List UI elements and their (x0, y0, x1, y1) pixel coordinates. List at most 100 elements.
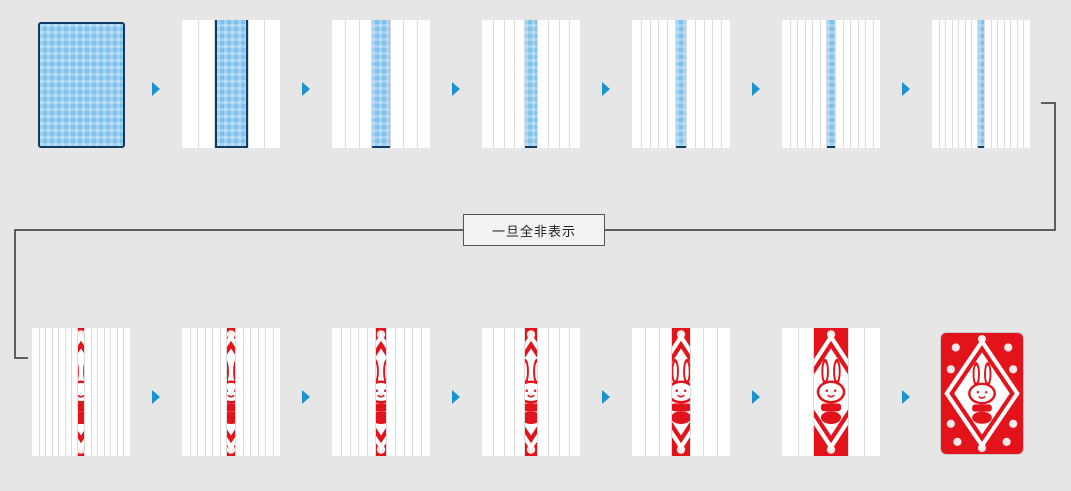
rabbit-icon (672, 328, 690, 456)
slat-line (858, 20, 859, 148)
slat-line (865, 20, 866, 148)
slat-line (504, 328, 505, 456)
slat-line (367, 328, 368, 456)
card-frame (632, 20, 730, 148)
blue-card-back (38, 22, 125, 148)
blue-card-strip (215, 20, 248, 148)
slat-line (945, 20, 946, 148)
slat-line (84, 328, 85, 456)
slat-line (371, 20, 372, 148)
slat-line (977, 20, 978, 148)
card-frame (332, 328, 430, 456)
slat-line (952, 20, 953, 148)
slat-line (835, 20, 836, 148)
red-card-face (940, 332, 1024, 455)
card-frame (782, 20, 880, 148)
triangle-right-icon (302, 82, 310, 96)
slat-line (404, 328, 405, 456)
card-frame (182, 20, 280, 148)
slat-line (721, 20, 722, 148)
rabbit-icon (78, 328, 84, 456)
blue-card-strip (676, 20, 686, 148)
slat-line (493, 328, 494, 456)
slat-line (658, 20, 659, 148)
slat-line (514, 328, 515, 456)
slat-line (991, 20, 992, 148)
slat-line (493, 20, 494, 148)
slat-line (52, 328, 53, 456)
slat-line (395, 328, 396, 456)
slat-line (659, 328, 660, 456)
slat-line (45, 328, 46, 456)
slat-line (805, 20, 806, 148)
slat-line (717, 328, 718, 456)
blue-card-strip (525, 20, 537, 148)
slat-line (704, 20, 705, 148)
triangle-right-icon (152, 390, 160, 404)
slat-line (250, 328, 251, 456)
slat-line (965, 20, 966, 148)
slat-line (91, 328, 92, 456)
hide-all-label: 一旦全非表示 (463, 214, 605, 246)
slat-line (569, 328, 570, 456)
slat-line (390, 20, 391, 148)
slat-line (939, 20, 940, 148)
slat-line (190, 328, 191, 456)
triangle-right-icon (752, 82, 760, 96)
triangle-right-icon (452, 390, 460, 404)
slat-line (548, 328, 549, 456)
slat-line (58, 328, 59, 456)
card-frame (32, 328, 130, 456)
slat-line (220, 328, 221, 456)
slat-line (117, 328, 118, 456)
slat-line (226, 328, 227, 456)
slat-line (820, 20, 821, 148)
slat-line (412, 328, 413, 456)
slat-line (97, 328, 98, 456)
slat-line (265, 328, 266, 456)
slat-line (358, 328, 359, 456)
slat-line (675, 20, 676, 148)
slat-line (826, 20, 827, 148)
slat-line (537, 328, 538, 456)
red-card-strip (525, 328, 537, 456)
slat-line (671, 328, 672, 456)
slat-line (548, 20, 549, 148)
slat-line (703, 328, 704, 456)
slat-line (39, 328, 40, 456)
slat-line (537, 20, 538, 148)
triangle-right-icon (152, 82, 160, 96)
slat-line (403, 20, 404, 148)
triangle-right-icon (602, 390, 610, 404)
card-frame (182, 328, 280, 456)
slat-line (843, 20, 844, 148)
slat-line (205, 328, 206, 456)
slat-line (417, 20, 418, 148)
slat-line (198, 20, 199, 148)
slat-line (1004, 20, 1005, 148)
slat-line (264, 20, 265, 148)
slat-line (712, 20, 713, 148)
rabbit-icon (814, 328, 848, 456)
slat-line (345, 20, 346, 148)
slat-line (797, 20, 798, 148)
rabbit-icon (525, 328, 537, 456)
slat-line (850, 20, 851, 148)
slat-line (971, 20, 972, 148)
slat-line (686, 20, 687, 148)
card-frame (482, 20, 580, 148)
slat-line (65, 328, 66, 456)
slat-line (848, 328, 849, 456)
slat-line (359, 20, 360, 148)
slat-line (235, 328, 236, 456)
blue-card-strip (978, 20, 984, 148)
rabbit-icon (227, 328, 235, 456)
connector-line (605, 102, 1056, 231)
slat-line (645, 328, 646, 456)
slat-line (790, 20, 791, 148)
slat-line (110, 328, 111, 456)
triangle-right-icon (902, 82, 910, 96)
card-frame (332, 20, 430, 148)
